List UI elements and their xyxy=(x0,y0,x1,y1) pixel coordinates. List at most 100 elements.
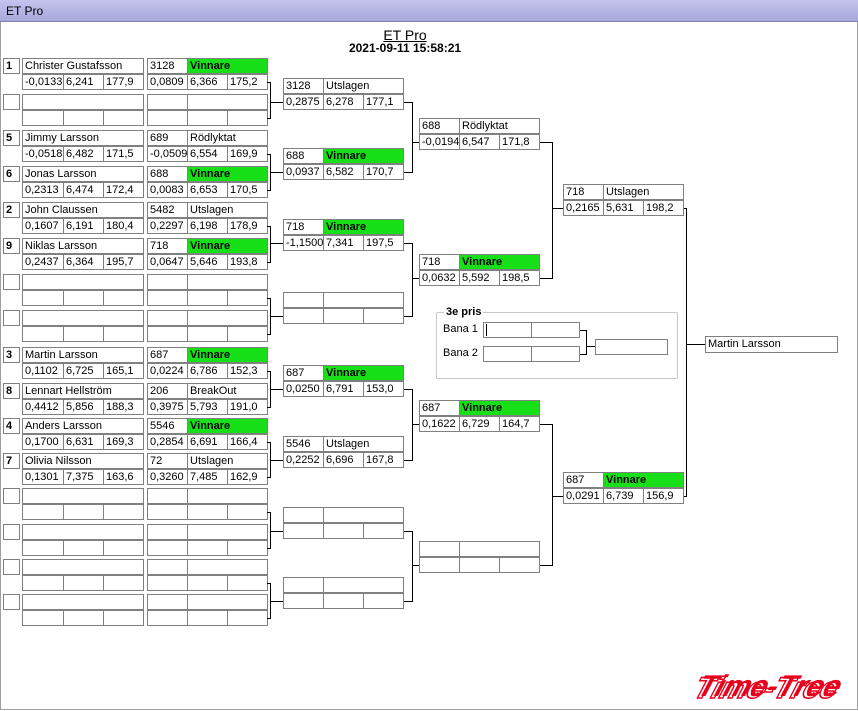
reaction-time xyxy=(147,290,188,306)
result-label xyxy=(323,292,404,308)
elapsed-time: 6,725 xyxy=(63,363,104,379)
driver-name[interactable]: Christer Gustafsson xyxy=(22,58,144,74)
elapsed-time xyxy=(63,110,104,126)
car-number[interactable]: 206 xyxy=(147,383,188,399)
car-number[interactable]: 5546 xyxy=(147,418,188,434)
bronze-lane2-result[interactable] xyxy=(531,346,580,362)
driver-name[interactable]: Martin Larsson xyxy=(22,347,144,363)
car-number[interactable]: 687 xyxy=(563,472,604,488)
seed-number: 8 xyxy=(3,383,20,399)
car-number[interactable] xyxy=(283,507,324,523)
speed-value xyxy=(103,610,144,626)
result-label: Vinnare xyxy=(187,347,268,363)
speed-value: 162,9 xyxy=(227,469,268,485)
champion-name[interactable]: Martin Larsson xyxy=(705,336,838,353)
result-label xyxy=(187,94,268,110)
seed-number: 3 xyxy=(3,347,20,363)
bronze-lane1-result[interactable] xyxy=(531,322,580,338)
speed-value: 178,9 xyxy=(227,218,268,234)
speed-value xyxy=(227,504,268,520)
car-number[interactable] xyxy=(283,292,324,308)
reaction-time: 0,0937 xyxy=(283,164,324,180)
driver-name[interactable] xyxy=(22,488,144,504)
elapsed-time: 6,696 xyxy=(323,452,364,468)
bracket-line xyxy=(270,82,271,119)
car-number[interactable] xyxy=(147,94,188,110)
result-label: Vinnare xyxy=(187,58,268,74)
reaction-time xyxy=(147,504,188,520)
driver-name[interactable]: Anders Larsson xyxy=(22,418,144,434)
car-number[interactable]: 688 xyxy=(283,148,324,164)
driver-name[interactable]: Niklas Larsson xyxy=(22,238,144,254)
speed-value: 177,1 xyxy=(363,94,404,110)
reaction-time xyxy=(147,326,188,342)
bronze-lane1-number[interactable] xyxy=(483,322,532,338)
result-label xyxy=(187,274,268,290)
bronze-final[interactable] xyxy=(595,339,668,355)
elapsed-time: 6,364 xyxy=(63,254,104,270)
seed-number xyxy=(3,94,20,110)
speed-value: 177,9 xyxy=(103,74,144,90)
car-number[interactable]: 718 xyxy=(283,219,324,235)
elapsed-time: 6,739 xyxy=(603,488,644,504)
elapsed-time xyxy=(323,593,364,609)
driver-name[interactable] xyxy=(22,310,144,326)
reaction-time: 0,2854 xyxy=(147,434,188,450)
reaction-time: 0,4412 xyxy=(22,399,64,415)
result-label: Utslagen xyxy=(187,202,268,218)
driver-name[interactable]: Olivia Nilsson xyxy=(22,453,144,469)
driver-name[interactable] xyxy=(22,524,144,540)
bracket-line xyxy=(686,344,705,345)
reaction-time xyxy=(22,610,64,626)
elapsed-time: 6,482 xyxy=(63,146,104,162)
result-label: Vinnare xyxy=(323,365,404,381)
reaction-time: 0,3260 xyxy=(147,469,188,485)
bracket-line xyxy=(580,330,586,331)
bracket-line xyxy=(404,172,412,173)
speed-value xyxy=(363,523,404,539)
car-number[interactable]: 718 xyxy=(147,238,188,254)
driver-name[interactable] xyxy=(22,274,144,290)
result-label: Utslagen xyxy=(187,453,268,469)
speed-value: 165,1 xyxy=(103,363,144,379)
bracket-line xyxy=(267,371,270,372)
driver-name[interactable] xyxy=(22,594,144,610)
reaction-time: -0,0518 xyxy=(22,146,64,162)
car-number[interactable]: 687 xyxy=(419,400,460,416)
bracket-line xyxy=(404,531,412,532)
driver-name[interactable]: Jimmy Larsson xyxy=(22,130,144,146)
bracket-line xyxy=(412,278,419,279)
car-number[interactable] xyxy=(147,274,188,290)
elapsed-time: 7,485 xyxy=(187,469,228,485)
car-number[interactable] xyxy=(147,488,188,504)
car-number[interactable]: 3128 xyxy=(283,78,324,94)
car-number[interactable]: 687 xyxy=(283,365,324,381)
car-number[interactable]: 687 xyxy=(147,347,188,363)
car-number[interactable] xyxy=(147,524,188,540)
car-number[interactable]: 718 xyxy=(419,254,460,270)
driver-name[interactable]: Lennart Hellström xyxy=(22,383,144,399)
car-number[interactable]: 5482 xyxy=(147,202,188,218)
bronze-lane2-number[interactable] xyxy=(483,346,532,362)
car-number[interactable] xyxy=(147,559,188,575)
car-number[interactable] xyxy=(419,541,460,557)
car-number[interactable]: 688 xyxy=(147,166,188,182)
car-number[interactable]: 5546 xyxy=(283,436,324,452)
driver-name[interactable] xyxy=(22,559,144,575)
reaction-time xyxy=(22,504,64,520)
reaction-time xyxy=(419,557,460,573)
car-number[interactable]: 718 xyxy=(563,184,604,200)
car-number[interactable]: 688 xyxy=(419,118,460,134)
car-number[interactable]: 72 xyxy=(147,453,188,469)
speed-value xyxy=(363,308,404,324)
driver-name[interactable]: Jonas Larsson xyxy=(22,166,144,182)
driver-name[interactable] xyxy=(22,94,144,110)
speed-value: 180,4 xyxy=(103,218,144,234)
car-number[interactable]: 3128 xyxy=(147,58,188,74)
result-label: Utslagen xyxy=(323,78,404,94)
car-number[interactable] xyxy=(283,577,324,593)
car-number[interactable] xyxy=(147,594,188,610)
car-number[interactable] xyxy=(147,310,188,326)
driver-name[interactable]: John Claussen xyxy=(22,202,144,218)
car-number[interactable]: 689 xyxy=(147,130,188,146)
